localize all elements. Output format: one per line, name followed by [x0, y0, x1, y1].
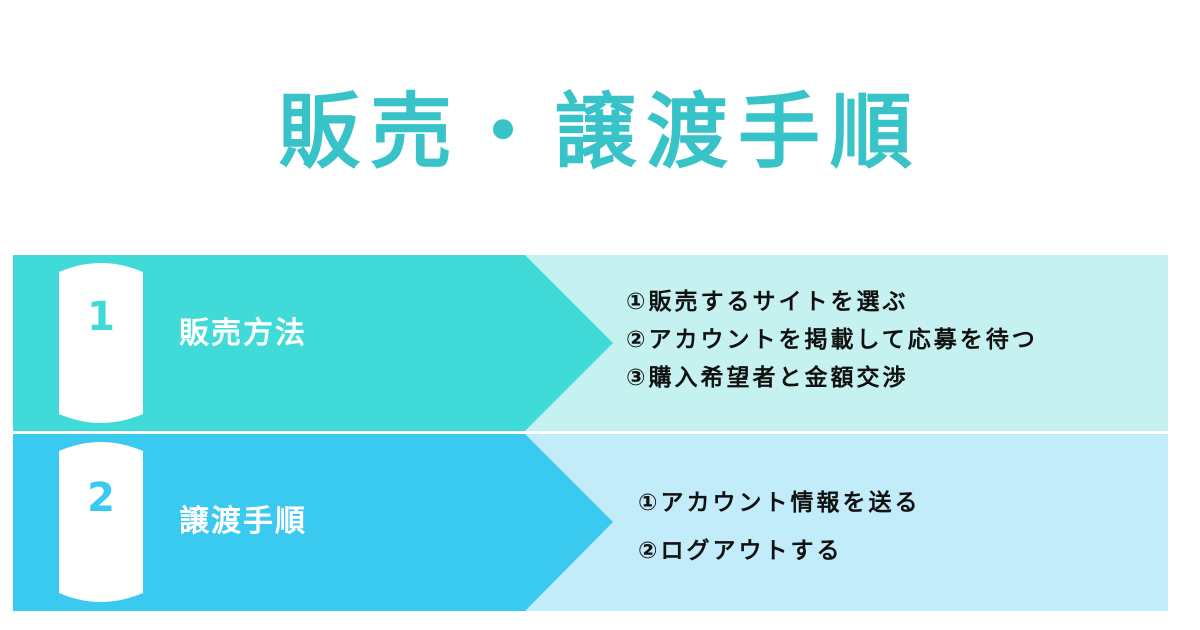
step-1-arrow-shape	[13, 255, 613, 431]
step-2-item: ①アカウント情報を送る	[638, 490, 921, 516]
step-2-number: 2	[87, 475, 115, 521]
step-2-background	[13, 434, 1168, 611]
step-2-item-list: ①アカウント情報を送る ②ログアウトする	[638, 479, 920, 575]
step-1-badge	[59, 263, 143, 423]
step-2-item: ②ログアウトする	[638, 538, 843, 564]
step-2-label: 譲渡手順	[179, 504, 307, 539]
step-2-arrow-shape	[13, 434, 613, 611]
step-1-background	[13, 255, 1168, 431]
step-2-badge	[59, 442, 143, 602]
step-1-panel: 1 販売方法 ①販売するサイトを選ぶ ②アカウントを掲載して応募を待つ ③購入希…	[13, 255, 1168, 431]
step-2-panel: 2 譲渡手順 ①アカウント情報を送る ②ログアウトする	[13, 434, 1168, 611]
step-1-item: ②アカウントを掲載して応募を待つ	[626, 327, 1038, 353]
step-1-number: 1	[87, 294, 115, 340]
step-1-item: ③購入希望者と金額交渉	[626, 365, 909, 391]
step-1-item-list: ①販売するサイトを選ぶ ②アカウントを掲載して応募を待つ ③購入希望者と金額交渉	[626, 283, 1038, 397]
page-title: 販売・譲渡手順	[277, 85, 922, 180]
step-1-label: 販売方法	[179, 316, 307, 351]
step-1-item: ①販売するサイトを選ぶ	[626, 289, 909, 315]
